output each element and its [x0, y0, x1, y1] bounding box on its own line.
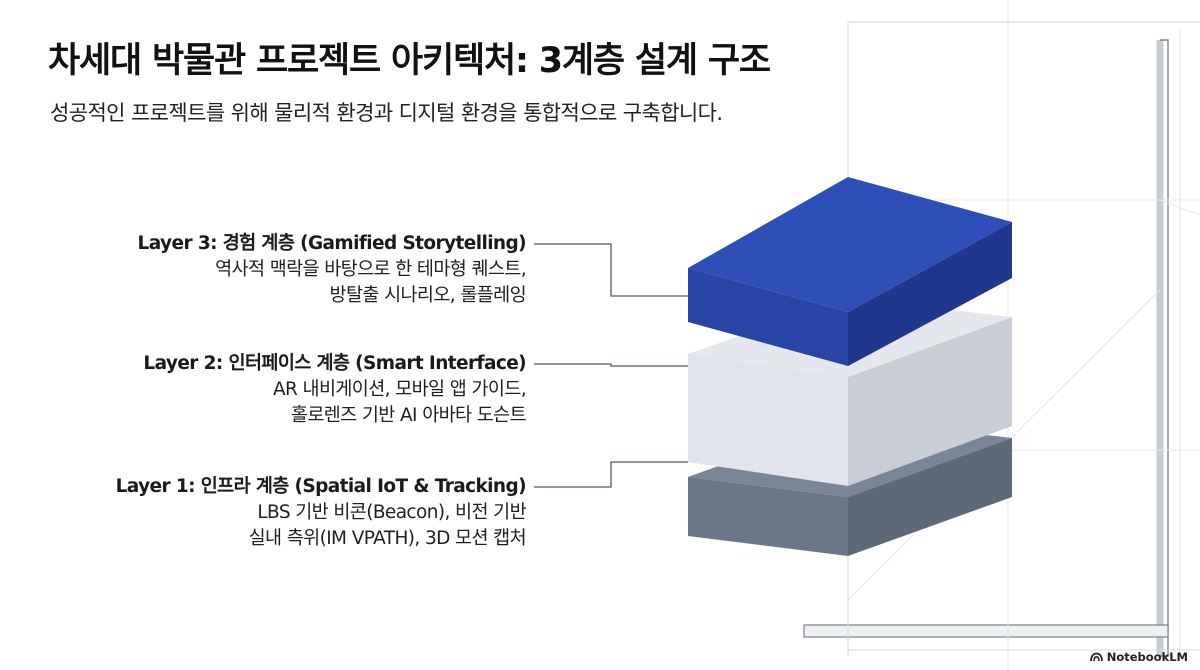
layer-3-top-face [688, 177, 1012, 312]
page-title: 차세대 박물관 프로젝트 아키텍처: 3계층 설계 구조 [48, 41, 771, 81]
connector-layer-2 [534, 363, 688, 367]
layer-3-front-face [688, 268, 848, 366]
layer-2-description: Layer 2: 인터페이스 계층 (Smart Interface) AR 내… [6, 350, 526, 429]
layer-2-line-1: AR 내비게이션, 모바일 앱 가이드, [272, 379, 527, 400]
layer-1-side-face [848, 438, 1012, 556]
layer-1-front-face [688, 477, 848, 556]
layer-3-line-1: 역사적 맥락을 바탕으로 한 테마형 퀘스트, [215, 259, 526, 280]
layer-2-side-face [848, 317, 1012, 486]
page-subtitle: 성공적인 프로젝트를 위해 물리적 환경과 디지털 환경을 통합적으로 구축합니… [50, 101, 723, 125]
layer-2-front-face [688, 354, 848, 486]
notebooklm-logo-icon [1089, 652, 1103, 662]
connectors [534, 243, 688, 488]
layer-2-title: Layer 2: 인터페이스 계층 (Smart Interface) [143, 353, 526, 374]
footer-brand: NotebookLM [1089, 650, 1188, 664]
layer-1-title: Layer 1: 인프라 계층 (Spatial IoT & Tracking) [115, 476, 527, 497]
footer-brand-label: NotebookLM [1106, 650, 1188, 664]
layer-3-title: Layer 3: 경험 계층 (Gamified Storytelling) [137, 233, 527, 254]
layer-3-block [688, 177, 1012, 366]
connector-layer-1 [534, 461, 688, 488]
layer-1-line-2: 실내 측위(IM VPATH), 3D 모션 캡처 [248, 528, 527, 549]
layer-2-line-2: 홀로렌즈 기반 AI 아바타 도슨트 [290, 405, 527, 426]
layer-1-description: Layer 1: 인프라 계층 (Spatial IoT & Tracking)… [6, 473, 527, 552]
connector-layer-3 [534, 243, 688, 297]
layer-3-line-2: 방탈출 시나리오, 롤플레잉 [329, 285, 527, 306]
layer-3-description: Layer 3: 경험 계층 (Gamified Storytelling) 역… [6, 230, 527, 309]
layer-3-side-face [848, 222, 1012, 366]
layer-1-line-1: LBS 기반 비콘(Beacon), 비전 기반 [257, 502, 526, 523]
